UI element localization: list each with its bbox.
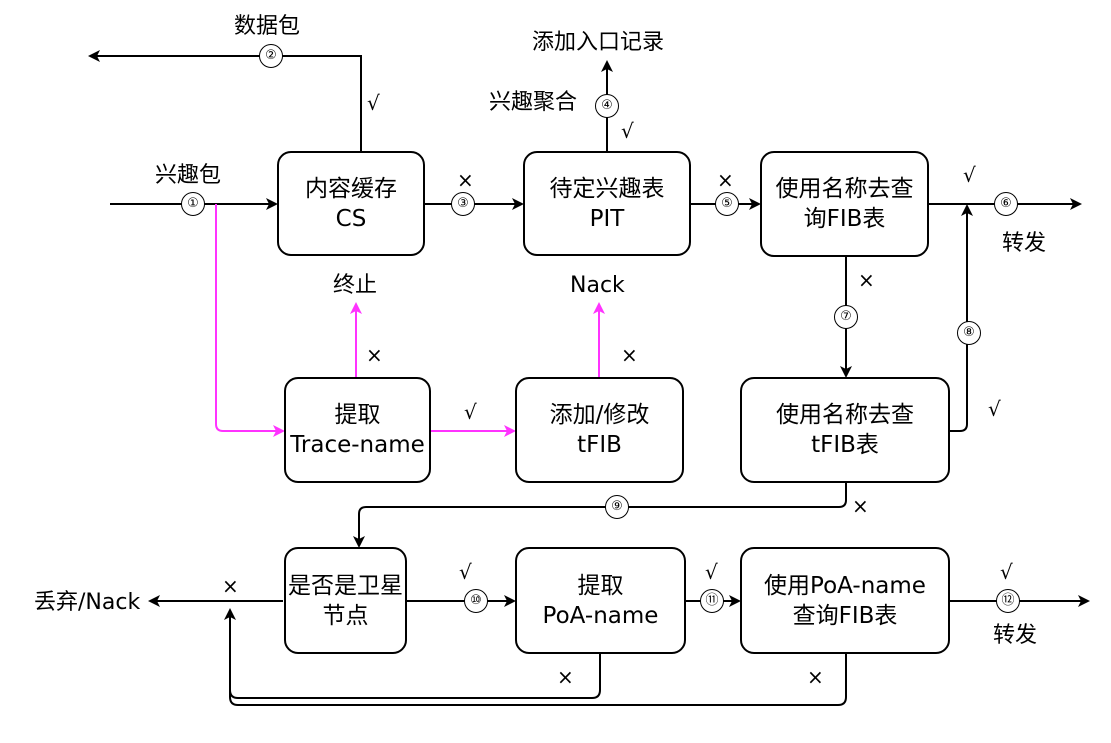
no-mark: × — [621, 343, 638, 367]
step-number: ⑨ — [605, 495, 629, 519]
label-drop-nack: 丢弃/Nack — [34, 590, 141, 615]
step-number: ① — [181, 192, 205, 216]
no-mark: × — [858, 268, 875, 292]
step-number: ⑥ — [994, 192, 1018, 216]
label-interest: 兴趣包 — [155, 163, 222, 188]
label-add-entry: 添加入口记录 — [532, 30, 665, 55]
no-mark: × — [366, 343, 383, 367]
step-number: ⑤ — [715, 192, 739, 216]
no-mark: × — [717, 168, 734, 192]
label-nack: Nack — [570, 273, 625, 298]
yes-mark: √ — [367, 91, 380, 115]
yes-mark: √ — [464, 400, 477, 424]
tfib-to-sat-arrow — [353, 483, 847, 548]
yes-mark: √ — [459, 560, 472, 584]
step-number: ⑧ — [957, 321, 981, 345]
step-number: ⑫ — [996, 589, 1020, 613]
data-return-arrow — [88, 50, 362, 151]
step-number: ⑩ — [464, 589, 488, 613]
step-number: ⑪ — [700, 589, 724, 613]
no-mark: × — [852, 494, 869, 518]
yes-mark: √ — [705, 560, 718, 584]
step-number: ③ — [451, 192, 475, 216]
satellite-check-box: 是否是卫星节点 — [284, 547, 407, 654]
yes-mark: √ — [988, 397, 1001, 421]
label-forward-top: 转发 — [1002, 231, 1047, 256]
no-mark: × — [222, 574, 239, 598]
no-mark: × — [807, 665, 824, 689]
step-number: ⑦ — [834, 305, 858, 329]
fib-lookup-box: 使用名称去查询FIB表 — [760, 151, 929, 257]
yes-mark: √ — [1000, 560, 1013, 584]
step-number: ② — [259, 44, 283, 68]
label-terminate: 终止 — [333, 273, 378, 298]
interest-to-trace-arrow — [215, 204, 285, 437]
label-forward-bottom: 转发 — [993, 623, 1038, 648]
yes-mark: √ — [621, 119, 634, 143]
no-mark: × — [557, 665, 574, 689]
step-number: ④ — [595, 94, 619, 118]
label-data: 数据包 — [234, 14, 301, 39]
label-aggregate: 兴趣聚合 — [489, 90, 578, 115]
tfib-to-forward-arrow — [950, 204, 973, 432]
no-mark: × — [457, 168, 474, 192]
poa-fib-fail-return — [229, 654, 847, 706]
yes-mark: √ — [963, 163, 976, 187]
